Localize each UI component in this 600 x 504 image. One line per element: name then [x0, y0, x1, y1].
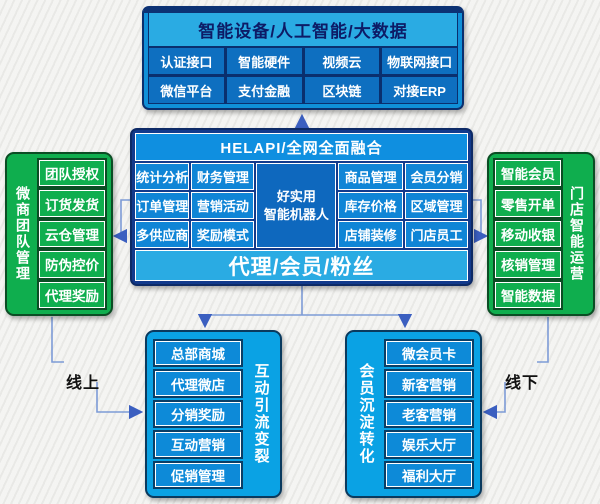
center-cell: 统计分析: [135, 163, 190, 190]
top-cell: 支付金融: [226, 77, 302, 103]
top-node-title: 智能设备/人工智能/大数据: [148, 13, 458, 47]
top-cell: 认证接口: [149, 48, 224, 74]
left-panel-cell: 防伪控价: [37, 249, 107, 280]
right-panel-cell: 智能会员: [493, 157, 563, 189]
right-panel-cells: 智能会员 零售开单 移动收银 核销管理 智能数据: [493, 157, 563, 311]
left-panel-cell: 团队授权: [37, 157, 107, 189]
robot-line1: 好实用: [276, 188, 316, 204]
top-cell: 微信平台: [149, 77, 224, 103]
right-panel-cell: 移动收银: [493, 218, 563, 250]
bottom-left-cell: 分销奖励: [153, 399, 243, 429]
center-cell: 门店员工: [405, 221, 468, 248]
center-cell: 财务管理: [191, 163, 255, 190]
bottom-left-cells: 总部商城 代理微店 分销奖励 互动营销 促销管理: [153, 338, 243, 490]
bottom-right-cell: 娱乐大厅: [384, 430, 474, 459]
right-panel-vertical-label: 门店智能运营: [569, 186, 585, 282]
left-panel-cell: 代理奖励: [37, 279, 107, 311]
online-label: 线上: [66, 375, 101, 392]
bottom-left-cell: 代理微店: [153, 369, 243, 398]
bottom-right-cell: 老客营销: [384, 399, 474, 429]
top-cell: 物联网接口: [382, 48, 457, 74]
center-node-footer: 代理/会员/粉丝: [135, 250, 468, 281]
left-panel-vertical-label: 微商团队管理: [15, 186, 31, 282]
bottom-left-vertical-label: 互动引流变裂: [252, 363, 270, 465]
bottom-right-cell: 新客营销: [384, 369, 474, 398]
right-panel-cell: 核销管理: [493, 249, 563, 280]
center-cell: 区域管理: [405, 192, 468, 219]
center-cell: 奖励模式: [191, 221, 255, 248]
center-cell: 订单管理: [135, 192, 190, 219]
top-node-smart-devices: 智能设备/人工智能/大数据 认证接口 智能硬件 视频云 物联网接口 微信平台 支…: [142, 6, 464, 110]
center-node-header: HELAPI/全网全面融合: [135, 133, 468, 161]
center-robot-cell: 好实用 智能机器人: [256, 163, 337, 248]
top-cell: 对接ERP: [382, 77, 457, 103]
center-cell: 店铺装修: [338, 221, 404, 248]
bottom-right-cells: 微会员卡 新客营销 老客营销 娱乐大厅 福利大厅: [384, 338, 474, 490]
center-node-grid: 统计分析 财务管理 好实用 智能机器人 商品管理 会员分销 订单管理 营销活动 …: [135, 163, 468, 248]
center-cell: 会员分销: [405, 163, 468, 190]
top-cell: 区块链: [304, 77, 380, 103]
center-node-helapi: HELAPI/全网全面融合 统计分析 财务管理 好实用 智能机器人 商品管理 会…: [130, 128, 473, 286]
top-cell: 智能硬件: [226, 48, 302, 74]
bottom-right-cell: 福利大厅: [384, 460, 474, 490]
top-node-grid: 认证接口 智能硬件 视频云 物联网接口 微信平台 支付金融 区块链 对接ERP: [148, 47, 458, 104]
right-panel-cell: 零售开单: [493, 188, 563, 219]
bottom-left-cell: 总部商城: [153, 338, 243, 368]
center-cell: 商品管理: [338, 163, 404, 190]
top-cell: 视频云: [304, 48, 380, 74]
left-panel-wechat-team: 微商团队管理 团队授权 订货发货 云仓管理 防伪控价 代理奖励: [5, 152, 113, 316]
right-panel-cell: 智能数据: [493, 279, 563, 311]
robot-line2: 智能机器人: [263, 206, 329, 222]
bottom-left-panel-traffic: 总部商城 代理微店 分销奖励 互动营销 促销管理 互动引流变裂: [145, 330, 282, 498]
offline-label: 线下: [505, 375, 540, 392]
left-panel-cell: 云仓管理: [37, 218, 107, 250]
bottom-right-vertical-label: 会员沉淀转化: [357, 363, 375, 465]
bottom-left-cell: 促销管理: [153, 460, 243, 490]
bottom-right-cell: 微会员卡: [384, 338, 474, 368]
bottom-left-cell: 互动营销: [153, 430, 243, 459]
bottom-right-panel-member: 会员沉淀转化 微会员卡 新客营销 老客营销 娱乐大厅 福利大厅: [345, 330, 482, 498]
center-cell: 多供应商: [135, 221, 190, 248]
right-panel-store-operation: 智能会员 零售开单 移动收银 核销管理 智能数据 门店智能运营: [487, 152, 595, 316]
left-panel-cell: 订货发货: [37, 188, 107, 219]
left-panel-cells: 团队授权 订货发货 云仓管理 防伪控价 代理奖励: [37, 157, 107, 311]
center-cell: 库存价格: [338, 192, 404, 219]
center-cell: 营销活动: [191, 192, 255, 219]
